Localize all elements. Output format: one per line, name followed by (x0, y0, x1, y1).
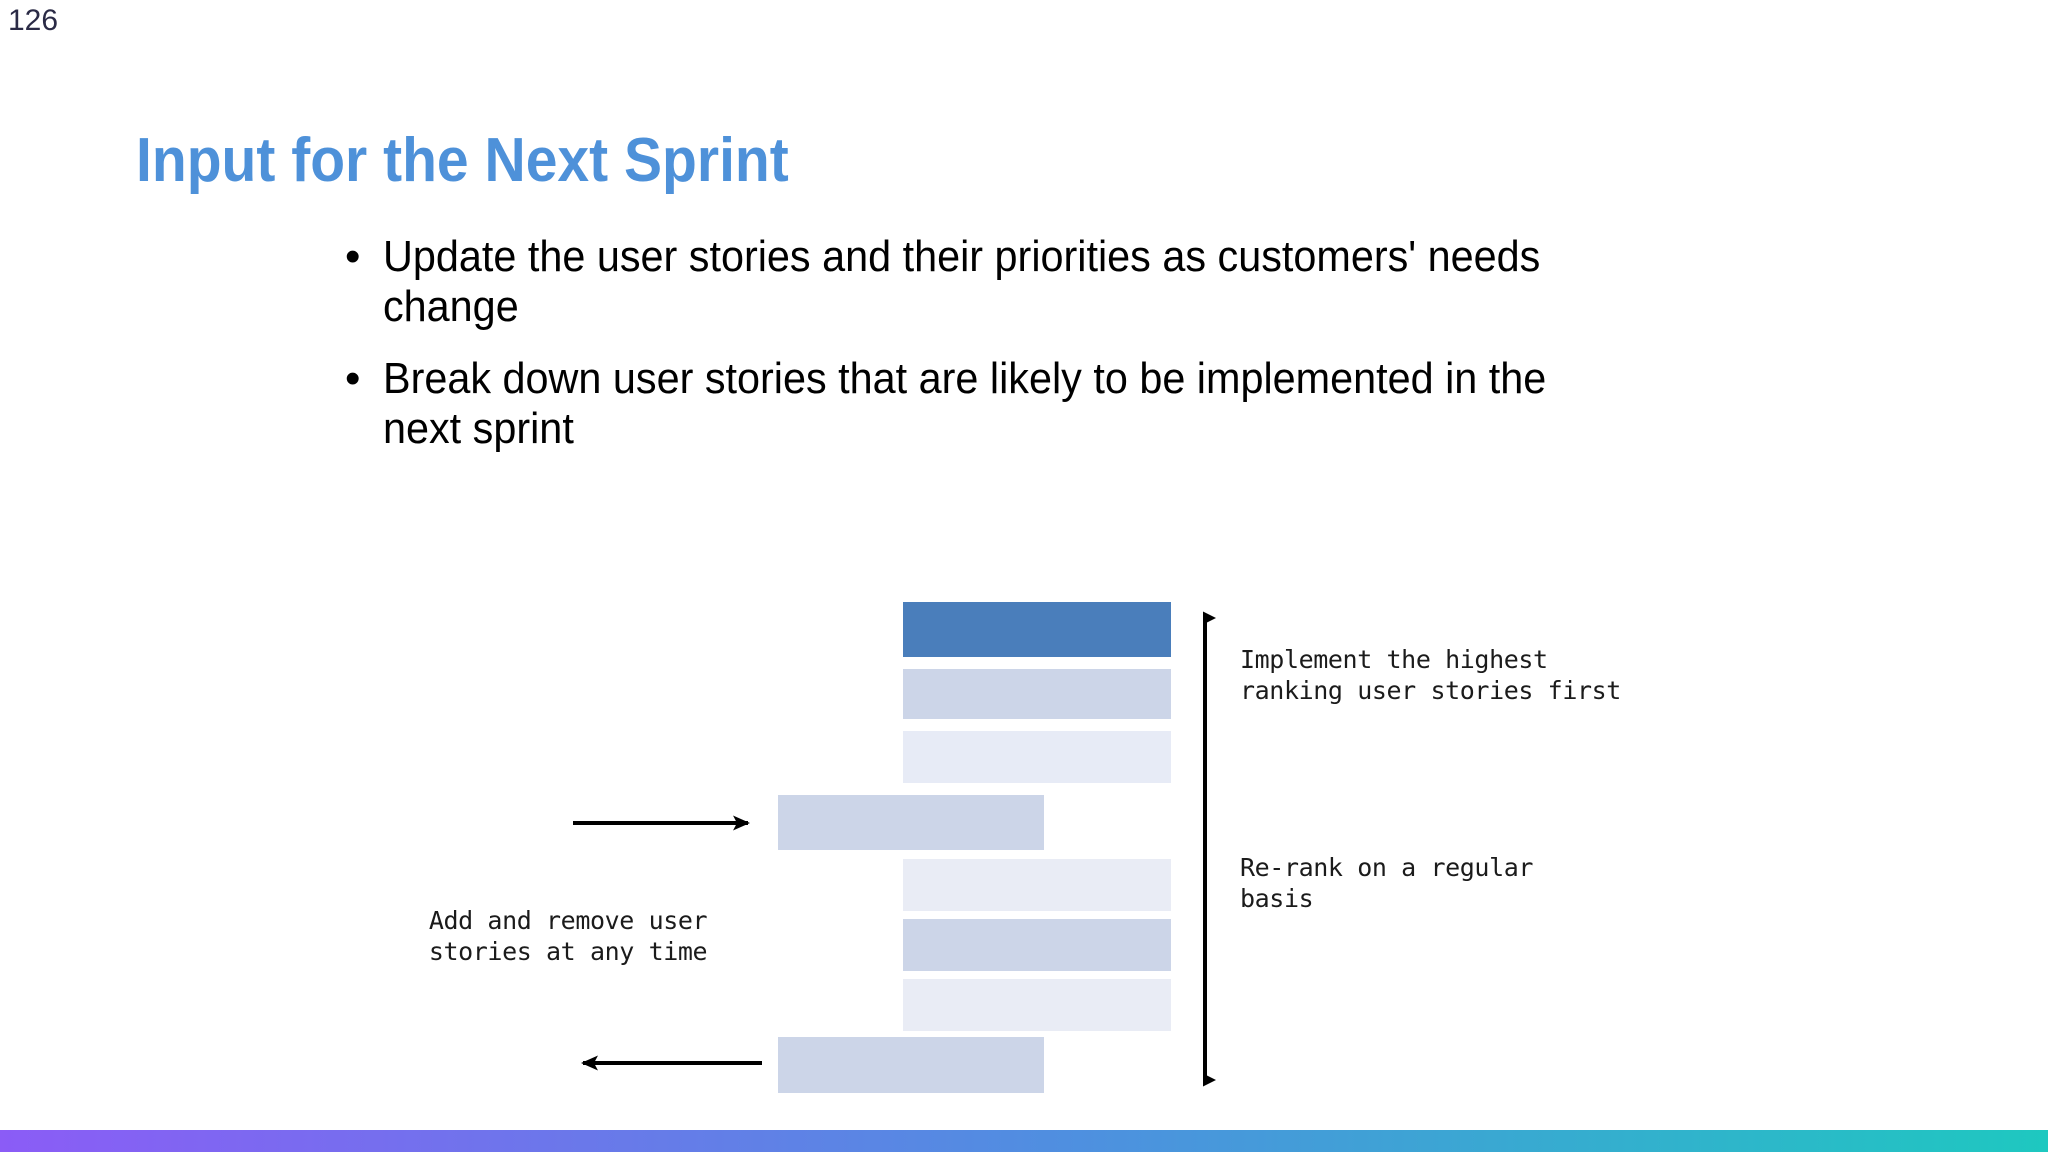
list-item: • Update the user stories and their prio… (345, 232, 1625, 332)
annotation-add-remove-stories: Add and remove user stories at any time (428, 906, 708, 966)
page-title: Input for the Next Sprint (136, 126, 789, 195)
backlog-bar-5 (903, 859, 1171, 911)
bullet-text: Break down user stories that are likely … (383, 354, 1547, 454)
backlog-bar-1 (903, 602, 1171, 657)
bullet-icon: • (345, 354, 361, 404)
page-number: 126 (8, 4, 59, 37)
backlog-bar-2 (903, 669, 1171, 719)
backlog-bar-8 (778, 1037, 1044, 1093)
bullet-text: Update the user stories and their priori… (383, 232, 1541, 332)
bullet-icon: • (345, 232, 361, 281)
footer-accent-bar (0, 1130, 2048, 1152)
list-item: • Break down user stories that are likel… (345, 354, 1625, 454)
backlog-bar-3 (903, 731, 1171, 783)
bullet-list: • Update the user stories and their prio… (345, 232, 1625, 477)
annotation-re-rank-regular-basis: Re-rank on a regular basis (1240, 853, 1534, 913)
backlog-bar-4 (778, 795, 1044, 850)
annotation-implement-highest-ranking: Implement the highest ranking user stori… (1240, 645, 1621, 705)
backlog-bar-7 (903, 979, 1171, 1031)
backlog-bar-6 (903, 919, 1171, 971)
